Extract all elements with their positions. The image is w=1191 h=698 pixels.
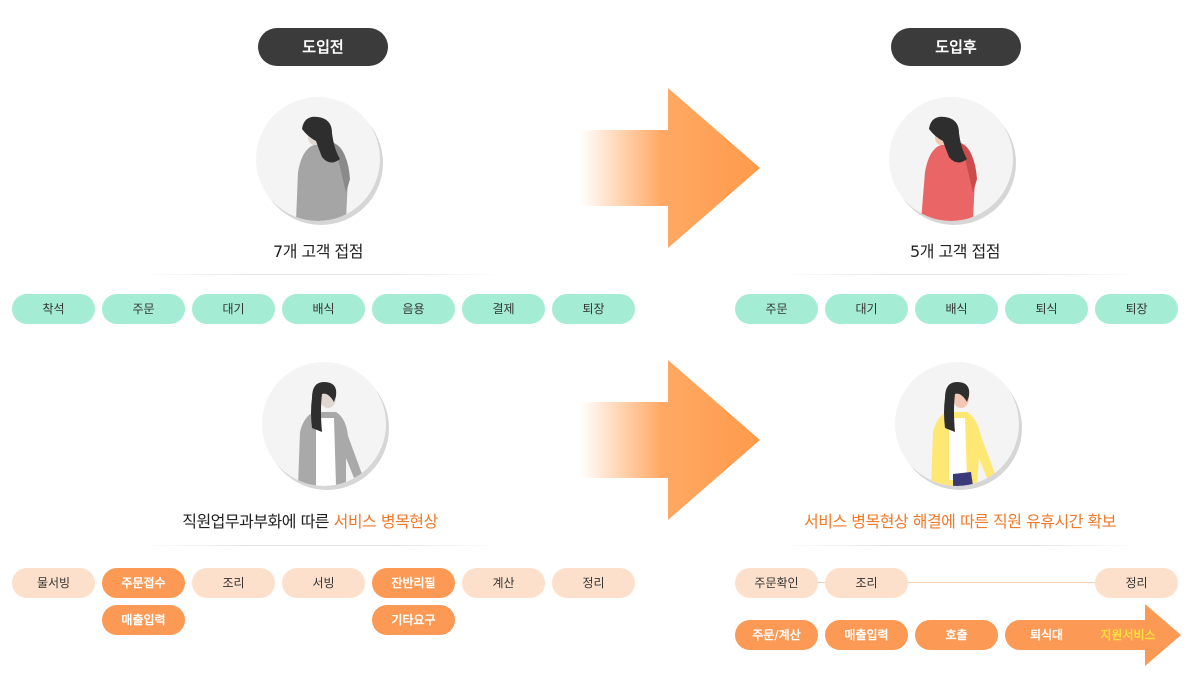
header-after: 도입후 — [891, 28, 1021, 66]
staff-task-pill: 매출입력 — [102, 605, 185, 635]
staff-task-pill: 서빙 — [282, 568, 365, 598]
customer-step-pill: 주문 — [735, 294, 818, 324]
staff-task-pill: 호출 — [915, 620, 998, 650]
divider — [780, 545, 1140, 546]
staff-task-pill: 조리 — [825, 568, 908, 598]
arrow-right-icon — [580, 360, 760, 520]
customer-step-pill: 대기 — [192, 294, 275, 324]
staff-before-caption: 직원업무과부화에 따른 서비스 병목현상 — [110, 508, 510, 532]
staff-task-pill: 물서빙 — [12, 568, 95, 598]
staff-task-pill: 정리 — [552, 568, 635, 598]
support-service-label: 지원서비스 — [1100, 628, 1156, 642]
divider — [140, 545, 500, 546]
arrow-right-icon — [580, 88, 760, 248]
customer-step-pill: 음용 — [372, 294, 455, 324]
customer-after-caption: 5개 고객 접점 — [910, 242, 1000, 261]
customer-step-pill: 착석 — [12, 294, 95, 324]
staff-task-pill: 기타요구 — [372, 605, 455, 635]
customer-before-avatar — [256, 97, 380, 221]
divider — [140, 274, 500, 275]
staff-after-avatar — [895, 362, 1019, 486]
staff-before-caption-highlight: 서비스 병목현상 — [333, 512, 439, 531]
staff-task-pill: 계산 — [462, 568, 545, 598]
staff-task-pill: 조리 — [192, 568, 275, 598]
staff-task-pill: 주문접수 — [102, 568, 185, 598]
staff-before-avatar — [262, 362, 386, 486]
customer-step-pill: 주문 — [102, 294, 185, 324]
support-arrow-icon — [1005, 604, 1181, 666]
header-before: 도입전 — [258, 28, 388, 66]
customer-step-pill: 배식 — [915, 294, 998, 324]
customer-step-pill: 결제 — [462, 294, 545, 324]
staff-task-pill: 주문/계산 — [735, 620, 818, 650]
staff-task-pill: 정리 — [1095, 568, 1178, 598]
staff-task-pill: 주문확인 — [735, 568, 818, 598]
staff-after-caption: 서비스 병목현상 해결에 따른 직원 유휴시간 확보 — [804, 512, 1116, 531]
divider — [780, 274, 1140, 275]
customer-step-pill: 퇴장 — [552, 294, 635, 324]
staff-task-pill: 잔반리필 — [372, 568, 455, 598]
return-counter-label: 퇴식대 — [1029, 628, 1064, 642]
customer-step-pill: 대기 — [825, 294, 908, 324]
customer-after-avatar — [889, 97, 1013, 221]
flow-line — [818, 582, 1098, 583]
staff-task-pill: 매출입력 — [825, 620, 908, 650]
customer-before-caption: 7개 고객 접점 — [273, 242, 363, 261]
customer-step-pill: 퇴식 — [1005, 294, 1088, 324]
customer-step-pill: 배식 — [282, 294, 365, 324]
customer-step-pill: 퇴장 — [1095, 294, 1178, 324]
staff-before-caption-main: 직원업무과부화에 따른 — [182, 512, 334, 531]
